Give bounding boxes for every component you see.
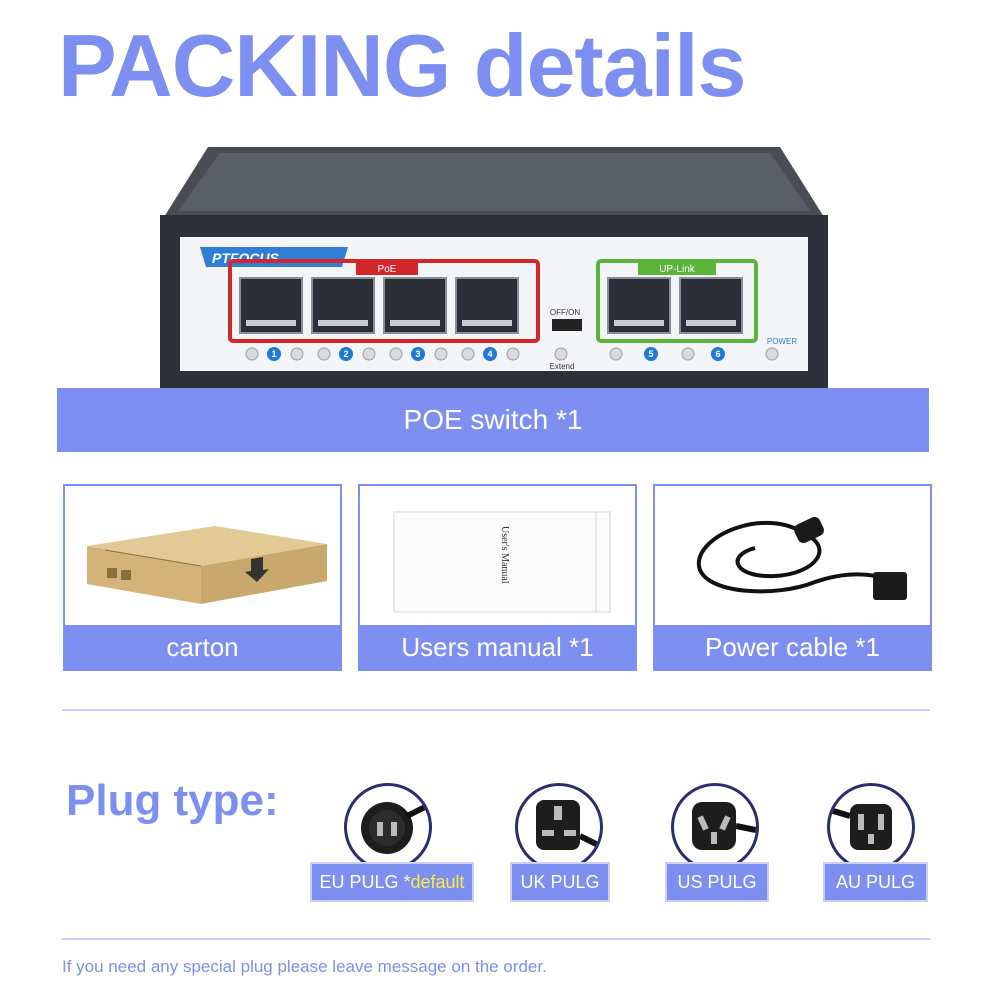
default-highlight: default: [410, 871, 465, 892]
uk-plug-label: UK PULG: [512, 864, 608, 900]
divider: [62, 709, 930, 711]
eu-plug-icon: [344, 783, 432, 871]
manual-cover-text: User's Manual: [499, 526, 510, 584]
power-cable-label: Power cable *1: [655, 625, 930, 669]
eu-plug-label: EU PULG *default: [312, 864, 472, 900]
carton-box-icon: [65, 486, 340, 625]
uplink-label: UP-Link: [659, 264, 696, 275]
au-plug-icon: [827, 783, 915, 871]
port-number: 2: [343, 349, 348, 359]
us-plug-label: US PULG: [667, 864, 767, 900]
us-plug-icon: [671, 783, 759, 871]
power-cable-card: Power cable *1: [653, 484, 932, 671]
manual-booklet-icon: User's Manual: [360, 486, 635, 625]
port-number: 6: [715, 349, 720, 359]
manual-card: User's Manual Users manual *1: [358, 484, 637, 671]
poe-switch-image: PTFOCUS PoE OFF/ON UP-Link: [160, 145, 828, 388]
manual-label: Users manual *1: [360, 625, 635, 669]
au-plug-label: AU PULG: [825, 864, 926, 900]
port-number: 4: [487, 349, 492, 359]
carton-label: carton: [65, 625, 340, 669]
poe-label: PoE: [378, 264, 397, 275]
page-title: PACKING details: [58, 16, 746, 115]
footer-note: If you need any special plug please leav…: [62, 957, 547, 976]
plug-type-title: Plug type:: [66, 776, 279, 825]
power-label: POWER: [767, 337, 797, 346]
carton-card: carton: [63, 484, 342, 671]
port-number: 3: [415, 349, 420, 359]
off-on-label: OFF/ON: [550, 308, 580, 317]
power-cable-icon: [655, 486, 930, 625]
uk-plug-icon: [515, 783, 603, 871]
poe-switch-banner: POE switch *1: [57, 388, 929, 452]
brand-logo: PTFOCUS: [212, 250, 280, 266]
port-number: 5: [648, 349, 653, 359]
port-number: 1: [271, 349, 276, 359]
extend-label: Extend: [550, 362, 575, 371]
divider: [62, 938, 930, 940]
